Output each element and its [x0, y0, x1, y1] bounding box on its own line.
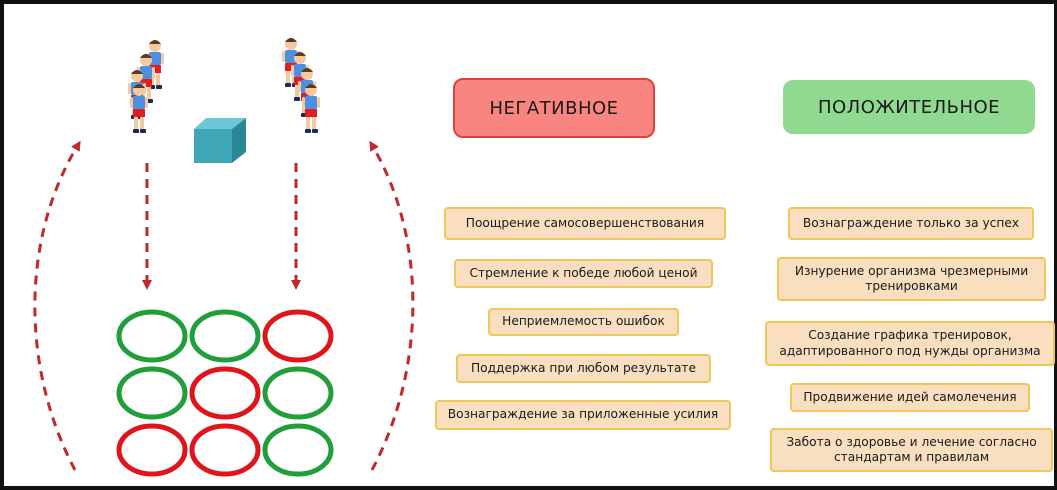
- children-team-left: [128, 40, 164, 133]
- hoop-icon: [189, 366, 261, 420]
- negative-item: Вознаграждение за приложенные усилия: [435, 400, 731, 430]
- hoop-grid: [116, 309, 334, 477]
- frame-border-bottom: [0, 486, 1057, 490]
- relay-illustration: [33, 38, 415, 477]
- negative-item: Поощрение самосовершенствования: [444, 207, 726, 240]
- children-team-right: [282, 38, 320, 133]
- cube-icon: [194, 118, 246, 163]
- positive-item: Вознаграждение только за успех: [788, 207, 1034, 240]
- hoop-icon: [189, 309, 261, 363]
- positive-item: Изнурение организма чрезмерными трениров…: [777, 257, 1046, 301]
- negative-header: НЕГАТИВНОЕ: [453, 78, 655, 138]
- negative-item: Стремление к победе любой ценой: [454, 259, 713, 288]
- negative-item: Неприемлемость ошибок: [488, 308, 679, 336]
- positive-item: Продвижение идей самолечения: [790, 383, 1030, 412]
- positive-header: ПОЛОЖИТЕЛЬНОЕ: [783, 80, 1035, 134]
- hoop-icon: [116, 309, 188, 363]
- frame-border-right: [1054, 0, 1057, 490]
- negative-item: Поддержка при любом результате: [456, 354, 711, 383]
- frame-border-left: [0, 0, 4, 490]
- positive-item: Забота о здоровье и лечение согласно ста…: [770, 428, 1053, 472]
- dashed-arrow-icon: [33, 140, 415, 471]
- hoop-icon: [262, 423, 334, 477]
- hoop-icon: [116, 366, 188, 420]
- frame-border-top: [0, 0, 1057, 4]
- hoop-icon: [262, 309, 334, 363]
- hoop-icon: [116, 423, 188, 477]
- hoop-icon: [189, 423, 261, 477]
- hoop-icon: [262, 366, 334, 420]
- positive-item: Создание графика тренировок, адаптирован…: [765, 321, 1055, 366]
